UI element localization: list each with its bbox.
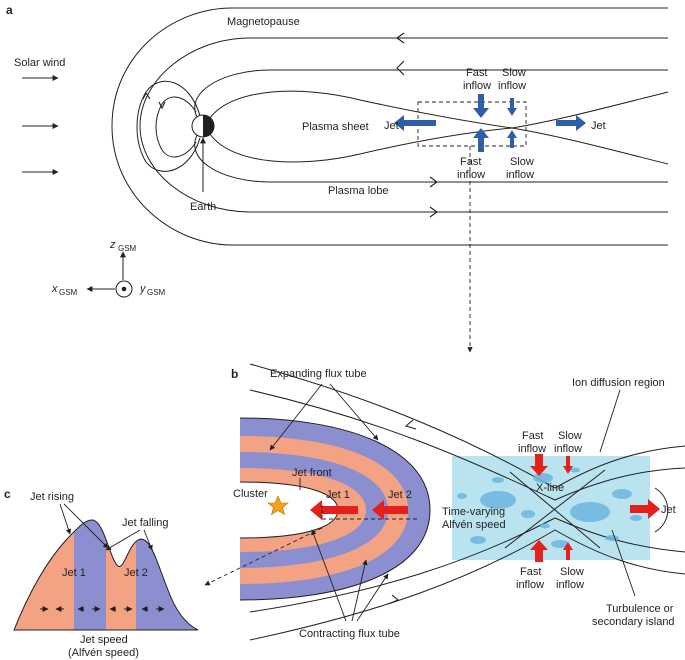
solar-wind-arrows xyxy=(22,75,59,175)
fast-inflow-bottom-b-2: inflow xyxy=(516,579,544,591)
y-axis-label: y xyxy=(139,283,147,295)
slow-inflow-bottom-b-2: inflow xyxy=(556,579,584,591)
plasma-lobe-label: Plasma lobe xyxy=(328,185,389,197)
panel-c-connector-arrow xyxy=(204,527,323,586)
fast-inflow-top-label-2: inflow xyxy=(463,80,491,92)
jet-speed-outline xyxy=(13,519,199,631)
jet-2-label: Jet 2 xyxy=(388,489,412,501)
jet-right-label-b: Jet xyxy=(661,504,676,516)
jet-2-arrow xyxy=(372,500,408,520)
panel-c-pointers xyxy=(59,503,153,551)
slow-inflow-top-label-2: inflow xyxy=(498,80,526,92)
x-axis-sub: GSM xyxy=(59,288,78,297)
jet-speed-label-2: (Alfvén speed) xyxy=(68,647,139,659)
panel-a-label: a xyxy=(6,3,13,17)
slow-inflow-top-b-1: Slow xyxy=(558,430,582,442)
turbulence-bubbles xyxy=(457,467,642,548)
turbulence-label-2: secondary island xyxy=(592,616,675,628)
earth-icon xyxy=(191,114,215,138)
fast-inflow-top-label-1: Fast xyxy=(466,67,487,79)
contracting-flux-tube-label: Contracting flux tube xyxy=(299,628,400,640)
fast-inflow-top-red xyxy=(530,454,548,476)
expanding-flux-tube-label: Expanding flux tube xyxy=(270,368,367,380)
time-varying-label-1: Time-varying xyxy=(442,506,505,518)
fast-inflow-bottom-red xyxy=(530,540,548,562)
fast-inflow-top-b-2: inflow xyxy=(518,443,546,455)
slow-inflow-top-label-1: Slow xyxy=(502,67,526,79)
slow-inflow-bottom-label-1: Slow xyxy=(510,156,534,168)
turbulence-label-1: Turbulence or xyxy=(606,603,674,615)
fast-inflow-bottom-b-1: Fast xyxy=(520,566,541,578)
slow-inflow-top-arrow xyxy=(507,98,517,116)
fast-inflow-bottom-label-1: Fast xyxy=(460,156,481,168)
x-line-label: X-line xyxy=(536,482,564,494)
slow-inflow-bottom-label-2: inflow xyxy=(506,169,534,181)
slow-inflow-bottom-b-1: Slow xyxy=(560,566,584,578)
field-direction-markers xyxy=(142,32,438,218)
blue-flow-arrows xyxy=(394,94,586,152)
y-axis-sub: GSM xyxy=(147,288,166,297)
cluster-star-icon xyxy=(267,495,289,516)
panel-c-label: c xyxy=(4,487,11,501)
jet-2-label-c: Jet 2 xyxy=(124,567,148,579)
panel-c: c Jet rising Jet fa xyxy=(4,487,199,659)
jet-left-arrow xyxy=(394,115,436,131)
jet-1-label: Jet 1 xyxy=(326,489,350,501)
jet-right-red-arrow xyxy=(630,499,660,519)
jet-right-label: Jet xyxy=(591,120,606,132)
plasma-sheet-label: Plasma sheet xyxy=(302,121,369,133)
panel-b-direction-markers xyxy=(387,419,417,605)
earth-label: Earth xyxy=(190,201,216,213)
x-axis-label: x xyxy=(51,283,58,295)
fast-inflow-bottom-arrow xyxy=(473,128,489,152)
panel-b: b xyxy=(204,363,685,641)
slow-inflow-bottom-red xyxy=(563,542,573,560)
solar-wind-label: Solar wind xyxy=(14,57,65,69)
fast-inflow-top-b-1: Fast xyxy=(522,430,543,442)
label-pointers xyxy=(269,383,636,622)
fast-inflow-top-arrow xyxy=(473,94,489,118)
panel-b-label: b xyxy=(231,367,238,381)
panel-a: a Solar wind xyxy=(6,3,669,353)
slow-inflow-bottom-arrow xyxy=(507,130,517,148)
time-varying-label-2: Alfvén speed xyxy=(442,519,506,531)
jet-rising-label: Jet rising xyxy=(30,491,74,503)
jet-falling-label: Jet falling xyxy=(122,517,168,529)
cluster-label: Cluster xyxy=(233,488,268,500)
jet-1-label-c: Jet 1 xyxy=(62,567,86,579)
magnetopause-label: Magnetopause xyxy=(227,16,300,28)
jet-speed-label-1: Jet speed xyxy=(80,634,128,646)
jet-front-label: Jet front xyxy=(292,467,332,479)
slow-inflow-top-b-2: inflow xyxy=(554,443,582,455)
slow-inflow-top-red xyxy=(563,456,573,474)
gsm-axes xyxy=(86,251,133,298)
ion-diffusion-region-label: Ion diffusion region xyxy=(572,377,665,389)
magnetosphere-field-lines xyxy=(111,7,669,246)
fast-inflow-bottom-label-2: inflow xyxy=(457,169,485,181)
z-axis-sub: GSM xyxy=(118,244,137,253)
jet-left-label: Jet xyxy=(384,120,399,132)
z-axis-label: z xyxy=(109,239,116,251)
jet-right-arrow xyxy=(556,115,586,131)
